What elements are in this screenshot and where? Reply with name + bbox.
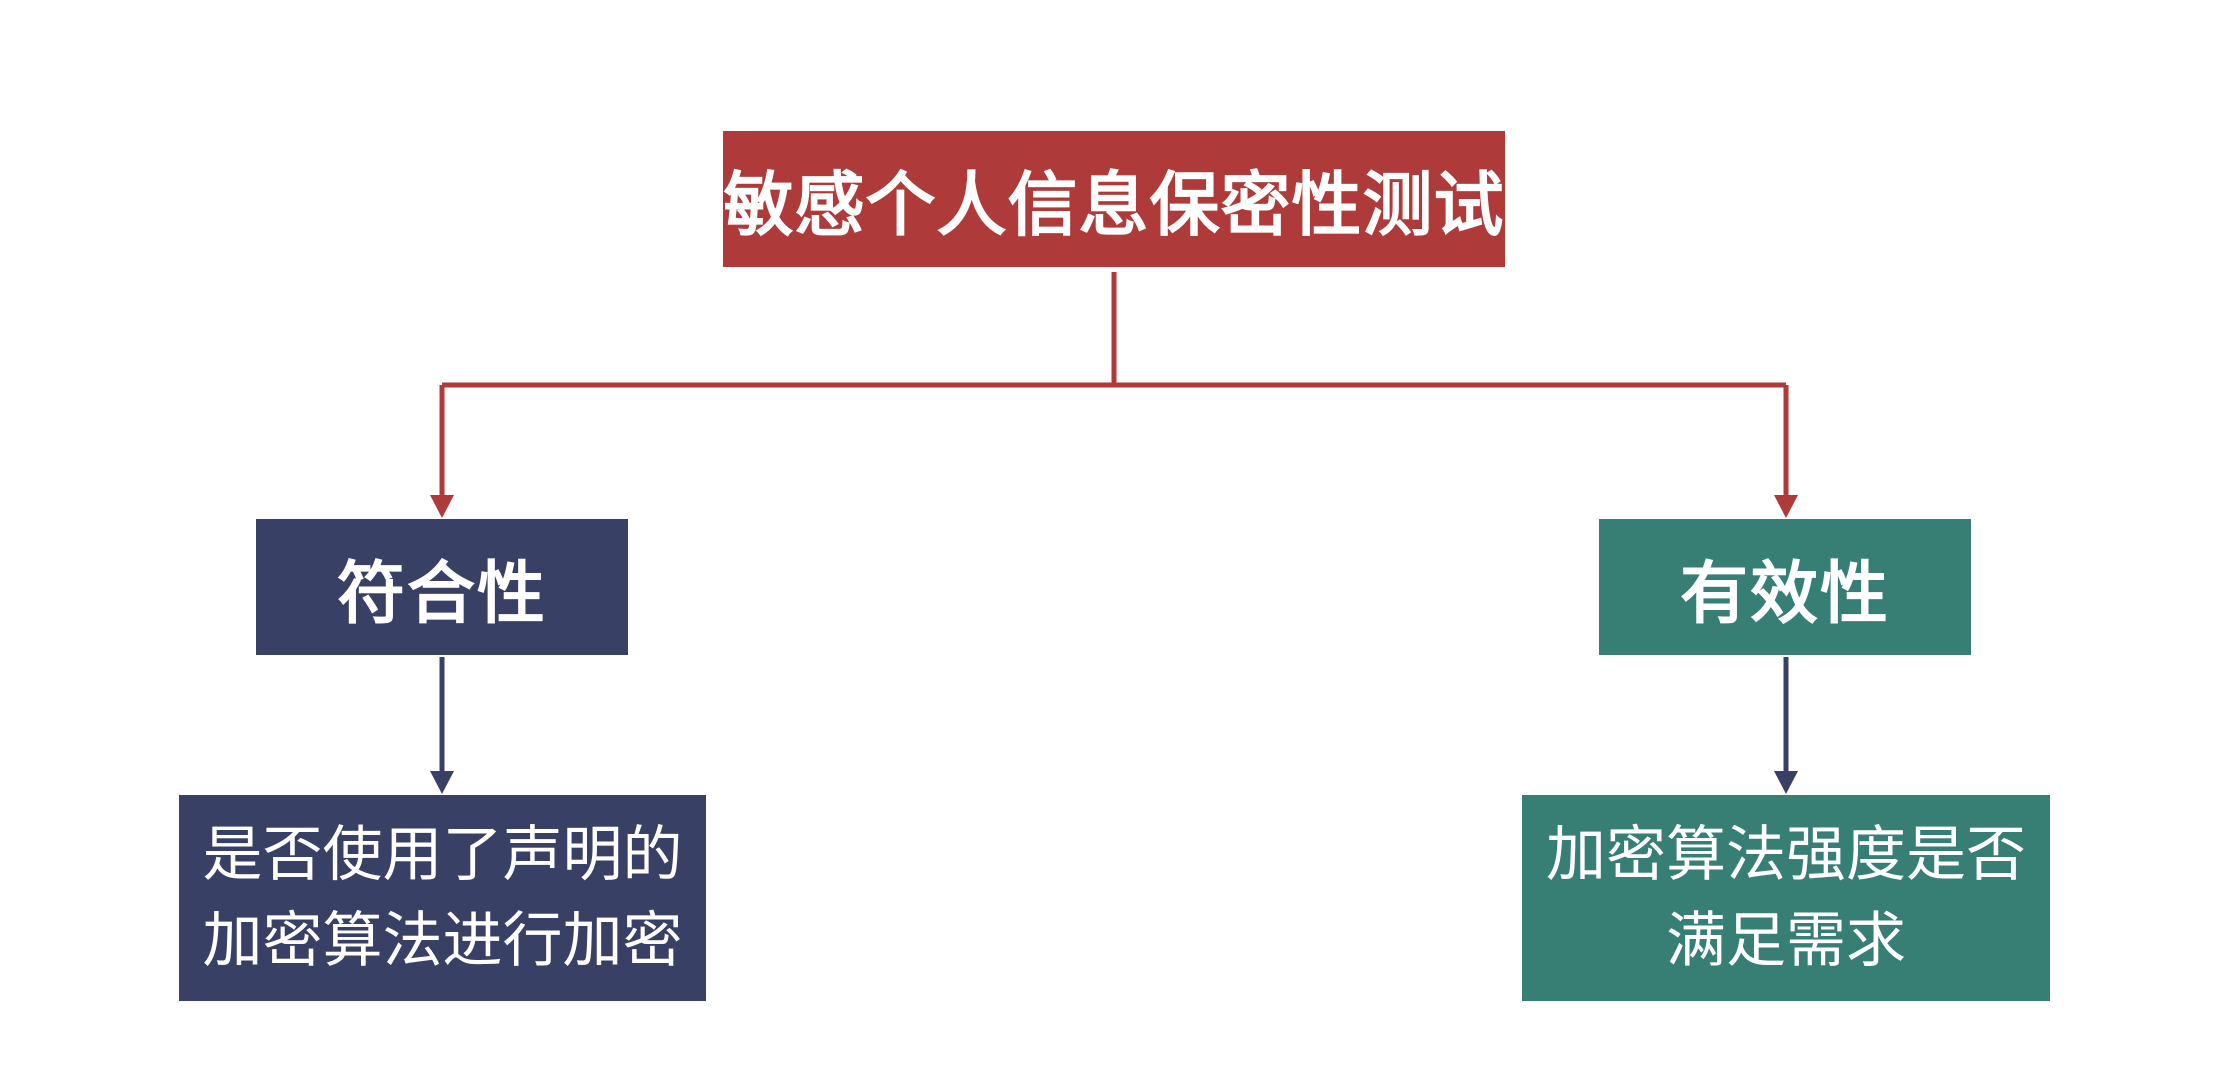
root-node: 敏感个人信息保密性测试 [723, 131, 1505, 267]
compliance-detail-line-1: 是否使用了声明的 [202, 820, 683, 890]
compliance-detail-line-2: 加密算法进行加密 [202, 906, 683, 976]
effectiveness-node: 有效性 [1599, 519, 1971, 655]
arrowhead-compliance-detail [430, 771, 454, 794]
arrowhead-effectiveness-detail [1774, 771, 1798, 794]
effectiveness-detail-line-1: 加密算法强度是否 [1546, 820, 2026, 890]
compliance-detail-node: 是否使用了声明的 加密算法进行加密 [179, 795, 706, 1001]
effectiveness-detail-node: 加密算法强度是否 满足需求 [1522, 795, 2050, 1001]
compliance-node: 符合性 [256, 519, 628, 655]
effectiveness-node-label: 有效性 [1679, 554, 1890, 634]
root-node-label: 敏感个人信息保密性测试 [723, 163, 1505, 246]
compliance-node-label: 符合性 [336, 554, 547, 634]
arrowhead-effectiveness [1774, 495, 1798, 518]
effectiveness-detail-line-2: 满足需求 [1666, 906, 1906, 976]
arrowhead-compliance [430, 495, 454, 518]
